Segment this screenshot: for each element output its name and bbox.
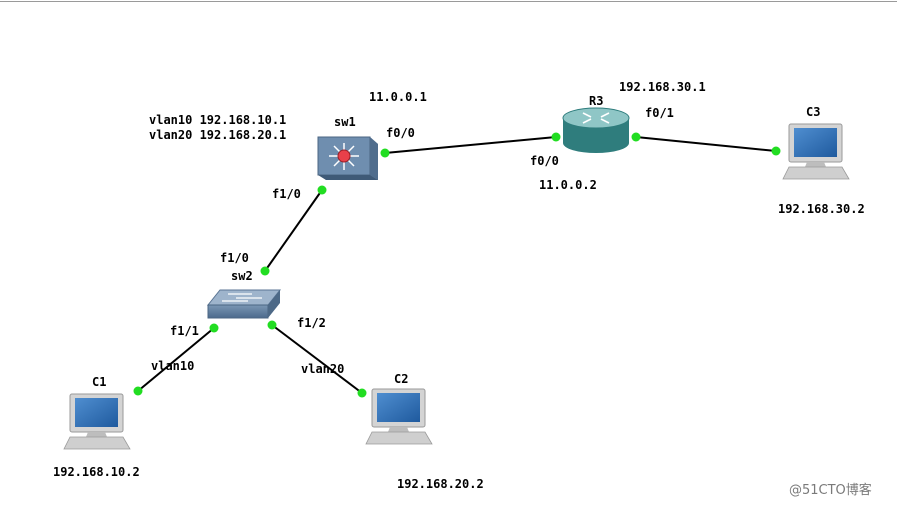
sw2-switch-icon[interactable] bbox=[206, 289, 282, 319]
r3-link-ip-label: 11.0.0.2 bbox=[539, 178, 597, 192]
port-dot-sw2-f1-1 bbox=[209, 323, 219, 333]
c2-vlan-label: vlan20 bbox=[301, 362, 345, 376]
c2-computer-icon[interactable] bbox=[365, 388, 433, 445]
watermark: @51CTO博客 bbox=[789, 483, 872, 498]
r3-name-label: R3 bbox=[589, 94, 604, 108]
sw1-vlan10-label: vlan10 192.168.10.1 bbox=[149, 113, 287, 127]
sw1-f0-0-port-label: f0/0 bbox=[386, 126, 415, 140]
r3-f0-1-ip-label: 192.168.30.1 bbox=[619, 80, 706, 94]
port-dot-sw2-f1-0 bbox=[260, 266, 270, 276]
port-dot-c1 bbox=[133, 386, 143, 396]
sw1-vlan20-label: vlan20 192.168.20.1 bbox=[149, 128, 287, 142]
link-sw2-c2[interactable] bbox=[271, 324, 363, 394]
c1-name-label: C1 bbox=[92, 375, 107, 389]
r3-f0-1-port-label: f0/1 bbox=[645, 106, 674, 120]
sw2-f1-2-port-label: f1/2 bbox=[297, 316, 326, 330]
c3-ip-label: 192.168.30.2 bbox=[778, 202, 865, 216]
port-dot-r3-f0-0 bbox=[551, 132, 561, 142]
r3-router-icon[interactable] bbox=[562, 107, 630, 153]
c3-name-label: C3 bbox=[806, 105, 821, 119]
c2-ip-label: 192.168.20.2 bbox=[397, 477, 484, 491]
c3-computer-icon[interactable] bbox=[782, 123, 850, 180]
link-r3-c3[interactable] bbox=[635, 136, 777, 152]
sw1-link-ip-label: 11.0.0.1 bbox=[369, 90, 427, 104]
c1-computer-icon[interactable] bbox=[63, 393, 131, 450]
sw2-name-label: sw2 bbox=[231, 269, 253, 283]
sw1-name-label: sw1 bbox=[334, 115, 356, 129]
port-dot-sw2-f1-2 bbox=[267, 320, 277, 330]
port-dot-sw1-f1-0 bbox=[317, 185, 327, 195]
sw1-f1-0-port-label: f1/0 bbox=[272, 187, 301, 201]
link-sw2-c1[interactable] bbox=[137, 327, 215, 392]
port-dot-c2 bbox=[357, 388, 367, 398]
link-sw1-r3[interactable] bbox=[384, 136, 557, 154]
port-dot-sw1-f0-0 bbox=[380, 148, 390, 158]
port-dot-c3 bbox=[771, 146, 781, 156]
sw2-f1-0-port-label: f1/0 bbox=[220, 251, 249, 265]
sw1-switch-icon[interactable] bbox=[317, 136, 378, 180]
r3-f0-0-port-label: f0/0 bbox=[530, 154, 559, 168]
sw2-f1-1-port-label: f1/1 bbox=[170, 324, 199, 338]
c1-vlan-label: vlan10 bbox=[151, 359, 195, 373]
c2-name-label: C2 bbox=[394, 372, 409, 386]
c1-ip-label: 192.168.10.2 bbox=[53, 465, 140, 479]
port-dot-r3-f0-1 bbox=[631, 132, 641, 142]
link-sw1-sw2[interactable] bbox=[264, 189, 323, 272]
